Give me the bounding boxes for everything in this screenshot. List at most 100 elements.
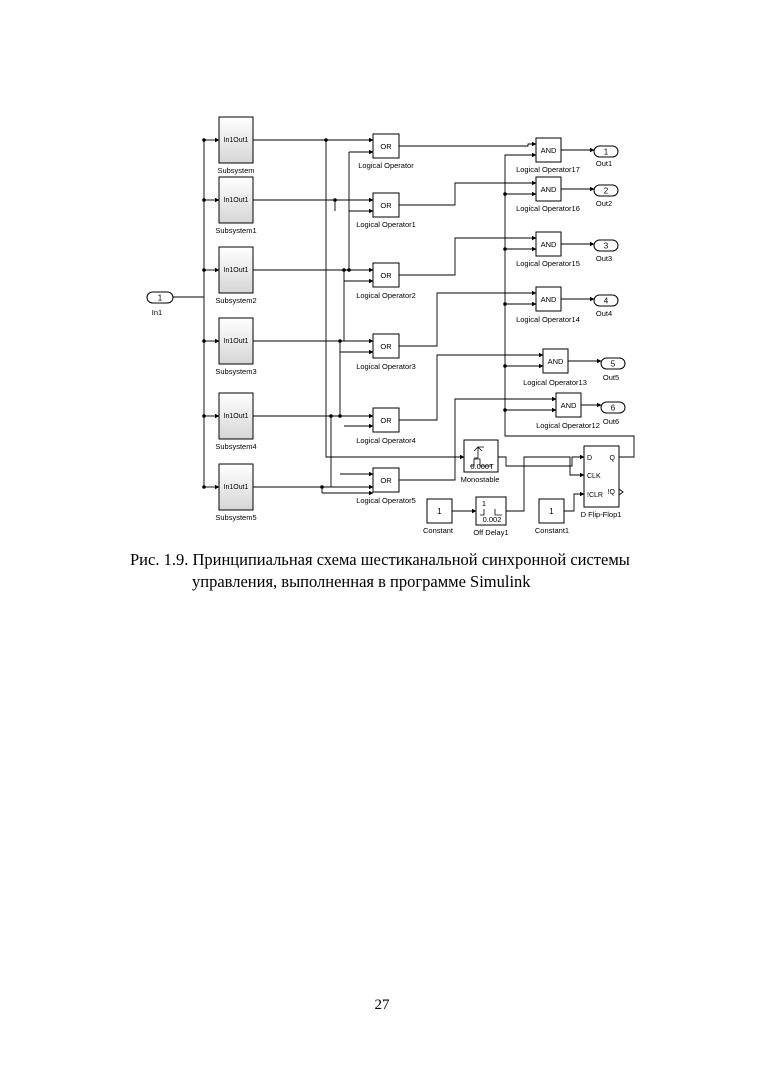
simulink-diagram: 1 In1 In1Out1 Subsystem In1Out1 Subsyste… xyxy=(146,116,635,537)
outport-number: 5 xyxy=(611,360,616,369)
inport-number: 1 xyxy=(158,294,163,303)
flipflop-chevron-icon xyxy=(618,488,624,496)
signal-wire xyxy=(399,180,537,206)
caption-line-2: управления, выполненная в программе Simu… xyxy=(192,572,531,591)
monostable-value: 0.000T xyxy=(470,462,494,471)
junction-dot xyxy=(503,247,507,251)
d-flip-flop-block[interactable]: D CLK !CLR Q !Q D Flip-Flop1 xyxy=(581,445,624,519)
junction-dot xyxy=(320,485,324,489)
and-block-logical-operator17[interactable]: AND Logical Operator17 xyxy=(516,137,580,174)
monostable-block[interactable]: 0.000T Monostable xyxy=(461,439,500,484)
outport-out6[interactable]: 6 Out6 xyxy=(600,401,626,426)
outport-out5[interactable]: 5 Out5 xyxy=(600,357,626,382)
or-op-text: OR xyxy=(380,201,392,210)
subsystem-ports: In1Out1 xyxy=(224,413,249,420)
subsystem2-block[interactable]: In1Out1 Subsystem2 xyxy=(215,246,257,305)
signal-wire xyxy=(564,491,585,512)
subsystem-block[interactable]: In1Out1 Subsystem xyxy=(217,116,255,175)
off-delay-top: 1 xyxy=(482,499,486,508)
figure-caption: Рис. 1.9. Принципиальная схема шестикана… xyxy=(130,549,690,593)
off-delay-step-icon xyxy=(480,509,502,516)
flipflop-label: D Flip-Flop1 xyxy=(581,510,622,519)
constant-block[interactable]: 1 Constant xyxy=(423,498,454,535)
outport-label: Out6 xyxy=(603,417,619,426)
and-block-logical-operator13[interactable]: AND Logical Operator13 xyxy=(523,348,587,387)
outport-label: Out2 xyxy=(596,199,612,208)
outport-number: 3 xyxy=(604,242,609,251)
outport-number: 4 xyxy=(604,297,609,306)
outport-label: Out4 xyxy=(596,309,612,318)
subsystem3-block[interactable]: In1Out1 Subsystem3 xyxy=(215,317,257,376)
or-block-logical-operator3[interactable]: OR Logical Operator3 xyxy=(356,333,416,371)
off-delay-value: 0.002 xyxy=(483,515,502,524)
and-op-text: AND xyxy=(541,295,557,304)
constant-label: Constant xyxy=(423,526,454,535)
outport-label: Out5 xyxy=(603,373,619,382)
subsystem4-block[interactable]: In1Out1 Subsystem4 xyxy=(215,392,257,451)
and-block-logical-operator16[interactable]: AND Logical Operator16 xyxy=(516,176,580,213)
subsystem1-block[interactable]: In1Out1 Subsystem1 xyxy=(215,176,257,235)
subsystem5-block[interactable]: In1Out1 Subsystem5 xyxy=(215,463,257,522)
outport-label: Out1 xyxy=(596,159,612,168)
or-block-label: Logical Operator3 xyxy=(356,362,416,371)
outport-number: 6 xyxy=(611,404,616,413)
signal-wire xyxy=(399,141,537,147)
outport-out3[interactable]: 3 Out3 xyxy=(593,239,619,263)
and-op-text: AND xyxy=(541,240,557,249)
outport-number: 2 xyxy=(604,187,609,196)
caption-line-1: Рис. 1.9. Принципиальная схема шестикана… xyxy=(130,550,630,569)
or-block-logical-operator5[interactable]: OR Logical Operator5 xyxy=(356,467,416,505)
inport-label: In1 xyxy=(152,308,162,317)
or-block-logical-operator2[interactable]: OR Logical Operator2 xyxy=(356,262,416,300)
off-delay-block[interactable]: 1 0.002 Off Delay1 xyxy=(473,496,509,537)
monostable-trigger-icon xyxy=(473,446,484,459)
subsystem-ports: In1Out1 xyxy=(224,338,249,345)
and-block-logical-operator12[interactable]: AND Logical Operator12 xyxy=(536,392,600,430)
subsystem-label: Subsystem4 xyxy=(215,442,256,451)
junction-dot xyxy=(202,138,206,142)
or-block-label: Logical Operator2 xyxy=(356,291,416,300)
outport-out4[interactable]: 4 Out4 xyxy=(593,294,619,318)
and-op-text: AND xyxy=(548,357,564,366)
and-op-text: AND xyxy=(541,185,557,194)
monostable-label: Monostable xyxy=(461,475,500,484)
and-block-label: Logical Operator17 xyxy=(516,165,580,174)
and-block-logical-operator14[interactable]: AND Logical Operator14 xyxy=(516,286,580,324)
or-block-logical-operator1[interactable]: OR Logical Operator1 xyxy=(356,192,416,229)
subsystem-label: Subsystem5 xyxy=(215,513,256,522)
flipflop-q-port: Q xyxy=(610,455,616,462)
inport-in1[interactable]: 1 In1 xyxy=(146,291,174,317)
or-block-label: Logical Operator xyxy=(358,161,414,170)
junction-dot xyxy=(324,138,328,142)
outport-out2[interactable]: 2 Out2 xyxy=(593,184,619,208)
junction-dot xyxy=(333,198,337,202)
junction-dot xyxy=(503,302,507,306)
constant1-block[interactable]: 1 Constant1 xyxy=(535,498,569,535)
or-block-logical-operator4[interactable]: OR Logical Operator4 xyxy=(356,407,416,445)
and-op-text: AND xyxy=(561,401,577,410)
and-block-label: Logical Operator16 xyxy=(516,204,580,213)
off-delay-label: Off Delay1 xyxy=(473,528,508,537)
signal-wire xyxy=(399,352,544,421)
or-block-label: Logical Operator1 xyxy=(356,220,416,229)
signal-wire xyxy=(325,140,465,460)
and-block-logical-operator15[interactable]: AND Logical Operator15 xyxy=(516,231,580,268)
junction-dot xyxy=(202,198,206,202)
flipflop-clk-port: CLK xyxy=(587,473,601,480)
signal-wire xyxy=(399,235,537,276)
or-block-logical-operator[interactable]: OR Logical Operator xyxy=(358,133,414,170)
and-op-text: AND xyxy=(541,146,557,155)
subsystem-label: Subsystem3 xyxy=(215,367,256,376)
or-op-text: OR xyxy=(380,476,392,485)
signal-wire xyxy=(506,456,585,512)
junction-dot xyxy=(347,268,351,272)
flipflop-clr-port: !CLR xyxy=(587,492,603,499)
subsystem-ports: In1Out1 xyxy=(224,267,249,274)
wire-junctions xyxy=(202,138,507,489)
subsystem-ports: In1Out1 xyxy=(224,137,249,144)
and-block-label: Logical Operator14 xyxy=(516,315,580,324)
outport-out1[interactable]: 1 Out1 xyxy=(593,145,619,168)
signal-wire xyxy=(399,290,537,347)
or-op-text: OR xyxy=(380,271,392,280)
junction-dot xyxy=(202,268,206,272)
